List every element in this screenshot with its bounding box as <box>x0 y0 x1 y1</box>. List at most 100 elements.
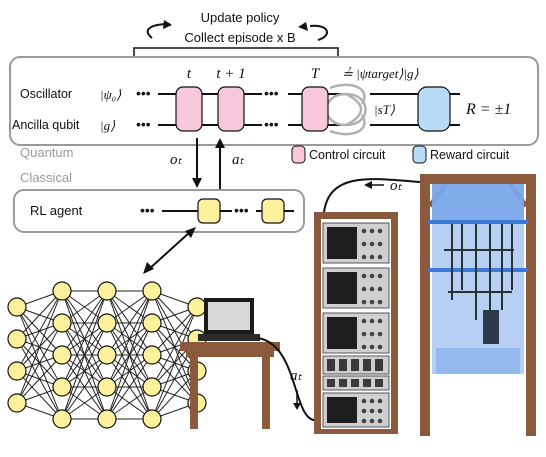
agent-block-1 <box>197 198 221 224</box>
network-edge <box>61 290 108 420</box>
table-top <box>180 342 280 351</box>
agent-block-2 <box>261 198 285 224</box>
oscillator-start-dots: ••• <box>136 85 151 101</box>
legend-control-swatch <box>291 145 306 164</box>
table-apron <box>186 351 274 357</box>
network-edge <box>61 354 108 420</box>
cryostat-frame-right <box>526 174 536 436</box>
network-node <box>97 409 117 429</box>
final-state: |sT⟩ <box>374 102 395 117</box>
network-node <box>97 345 117 365</box>
action-label: aₜ <box>232 152 245 168</box>
oscillator-label: Oscillator <box>20 87 72 101</box>
network-edge <box>151 306 198 420</box>
rack-instrument <box>322 222 390 264</box>
network-edge <box>16 290 63 340</box>
ancilla-label: Ancilla qubit <box>12 118 80 132</box>
cryostat-plate-2 <box>428 268 528 272</box>
rack-instruments <box>322 222 390 428</box>
quantum-region-label: Quantum <box>20 145 73 160</box>
loop-arrowhead-left-icon <box>163 20 172 29</box>
target-condition: ≟ |ψtarget⟩|g⟩ <box>342 66 419 81</box>
network-edge <box>151 306 198 356</box>
table-leg-right <box>262 351 270 429</box>
reward-value: R = ±1 <box>465 101 511 118</box>
network-node <box>52 377 72 397</box>
network-edge <box>151 306 198 388</box>
measurement-loop-icon <box>325 92 367 127</box>
neural-network <box>7 281 207 429</box>
network-node <box>142 345 162 365</box>
time-t: t <box>187 66 192 82</box>
loop-arrowhead-right-icon <box>298 22 308 31</box>
cryostat-bottom <box>436 348 520 374</box>
action-cable <box>257 337 319 422</box>
ancilla-state: |g⟩ <box>100 118 115 133</box>
network-edge <box>16 354 63 404</box>
reward-circuit <box>417 86 451 132</box>
network-node <box>52 409 72 429</box>
legend-reward-swatch <box>412 145 427 164</box>
network-node <box>7 361 27 381</box>
network-node <box>142 409 162 429</box>
network-node <box>142 377 162 397</box>
ancilla-mid-dots: ••• <box>264 116 279 132</box>
network-edge <box>16 290 63 404</box>
measurement-loop-lower <box>329 114 366 136</box>
network-edge <box>106 290 153 356</box>
network-node <box>7 329 27 349</box>
network-edge <box>151 370 198 420</box>
network-node <box>97 313 117 333</box>
agent-network-link <box>147 231 191 271</box>
observation-label: oₜ <box>170 152 183 168</box>
network-edge <box>106 322 153 420</box>
rack-instrument <box>322 392 390 428</box>
cryostat-frame-top <box>420 174 536 184</box>
measurement-loop-upper <box>329 83 366 105</box>
cryostat-sample-can <box>483 310 499 344</box>
network-edge <box>106 290 153 420</box>
oscillator-state: |ψ₀⟩ <box>100 87 121 102</box>
agent-network-head-b-icon <box>185 227 196 238</box>
cryostat-frame-left <box>420 174 430 436</box>
rack-instrument <box>322 375 390 391</box>
rack-instrument <box>322 355 390 375</box>
ancilla-start-dots: ••• <box>136 116 151 132</box>
network-node <box>52 345 72 365</box>
action-cable-arrowhead-icon <box>293 403 301 410</box>
oscillator-mid-dots: ••• <box>264 85 279 101</box>
update-policy-label: Update policy <box>201 10 280 25</box>
collect-episode-label: Collect episode x B <box>184 30 295 45</box>
network-node <box>52 281 72 301</box>
laptop-base <box>198 334 260 341</box>
classical-region-label: Classical <box>20 170 72 185</box>
rack-instrument <box>322 312 390 354</box>
time-T: T <box>311 66 321 82</box>
final-state-bg <box>372 100 412 118</box>
cryostat-top-plate <box>432 184 524 222</box>
agent-dots-mid: ••• <box>234 202 249 218</box>
observation-arrowhead-icon <box>192 178 202 188</box>
rl-agent-label: RL agent <box>30 203 83 218</box>
agent-dots-left: ••• <box>140 202 155 218</box>
quantum-circuit-box <box>9 56 539 146</box>
action-arrowhead-icon <box>215 138 225 148</box>
network-node <box>7 393 27 413</box>
loop-arrow-right-icon <box>309 24 328 41</box>
network-node <box>7 297 27 317</box>
network-edge <box>61 290 108 356</box>
table-leg-left <box>190 351 198 429</box>
observation-cable-arrowhead-icon <box>364 181 372 189</box>
network-edge <box>61 322 108 420</box>
rl-agent-box <box>13 189 305 233</box>
network-node <box>142 281 162 301</box>
control-circuit-T <box>301 86 329 132</box>
observation-cable <box>323 178 421 213</box>
episode-bracket <box>133 47 339 56</box>
network-edge <box>61 290 108 388</box>
legend-control-label: Control circuit <box>309 148 386 162</box>
action-cable-label: aₜ <box>290 368 303 384</box>
legend-reward-label: Reward circuit <box>430 148 510 162</box>
